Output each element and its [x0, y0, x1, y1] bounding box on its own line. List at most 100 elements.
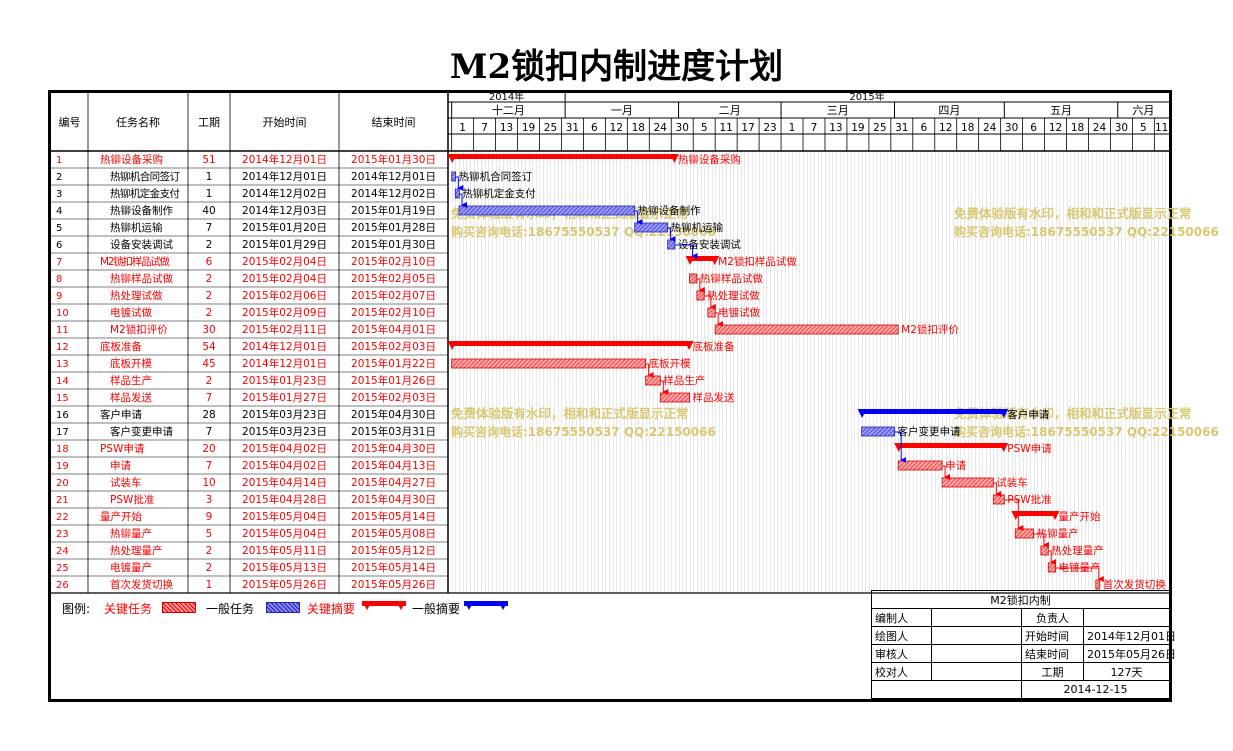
task-bar — [714, 324, 899, 335]
task-id: 25 — [56, 563, 69, 574]
task-duration: 2 — [206, 375, 213, 387]
task-end: 2015年01月26日 — [351, 374, 436, 387]
day-tick-label: 23 — [763, 122, 776, 134]
info-owner-label: 负责人 — [1021, 608, 1084, 627]
task-name: 首次发货切换 — [110, 578, 173, 591]
task-id: 15 — [56, 393, 69, 404]
summary-bar — [898, 443, 1005, 448]
task-name: PSW申请 — [100, 442, 145, 455]
column-header-id: 编号 — [59, 115, 81, 129]
info-blank — [871, 680, 1022, 699]
task-name: 试装车 — [110, 476, 142, 489]
bar-label: 热处理量产 — [1051, 544, 1104, 557]
task-duration: 7 — [206, 460, 213, 472]
task-end: 2015年04月27日 — [351, 476, 436, 489]
bar-label: M2锁扣评价 — [901, 323, 959, 336]
day-tick-label: 5 — [701, 122, 708, 134]
bar-label: 电镀试做 — [718, 306, 760, 319]
task-start: 2015年02月11日 — [242, 323, 327, 336]
summary-bar-cap — [447, 341, 457, 350]
task-name: M2锁扣评价 — [110, 323, 168, 336]
year-label: 2014年 — [489, 90, 524, 103]
task-end: 2015年05月14日 — [351, 510, 436, 523]
summary-bar — [451, 341, 690, 346]
bar-label: 设备安装调试 — [678, 238, 741, 251]
task-start: 2015年01月27日 — [242, 391, 327, 404]
task-start: 2015年05月04日 — [242, 527, 327, 540]
column-header-days: 工期 — [198, 116, 220, 129]
task-bar — [1040, 545, 1049, 556]
day-tick-label: 25 — [873, 122, 886, 134]
dependency-link — [459, 193, 467, 208]
legend-critical-summary-label: 关键摘要 — [307, 602, 356, 616]
task-start: 2015年05月04日 — [242, 510, 327, 523]
summary-bar — [451, 154, 675, 159]
task-name: 申请 — [110, 459, 131, 472]
day-tick-label: 24 — [654, 122, 668, 134]
task-bar — [645, 375, 661, 386]
day-tick-label: 18 — [632, 122, 645, 134]
task-start: 2014年12月02日 — [242, 187, 327, 200]
task-bar — [458, 205, 636, 216]
task-bar — [992, 494, 1005, 505]
day-tick-label: 11 — [719, 122, 732, 134]
task-name: 量产开始 — [100, 510, 142, 523]
summary-bar — [689, 256, 716, 261]
task-duration: 54 — [202, 341, 216, 353]
info-editor-value — [931, 608, 1022, 627]
bar-label: 热铆量产 — [1037, 527, 1079, 540]
bar-label: 底板开模 — [649, 357, 691, 370]
task-start: 2014年12月01日 — [242, 153, 327, 166]
task-bar — [1014, 528, 1034, 539]
task-bar — [667, 239, 676, 250]
dependency-link — [1048, 550, 1057, 565]
task-id: 20 — [56, 478, 69, 489]
day-tick-label: 5 — [1140, 122, 1147, 134]
task-start: 2015年01月23日 — [242, 374, 327, 387]
bar-label: 热铆设备制作 — [638, 204, 701, 217]
dependency-link — [696, 278, 705, 293]
task-duration: 2 — [206, 290, 213, 302]
summary-bar — [861, 409, 1005, 414]
bar-label: 量产开始 — [1059, 510, 1101, 523]
task-end: 2015年01月22日 — [351, 357, 436, 370]
legend-normal-summary-label: 一般摘要 — [412, 602, 461, 616]
legend-critical-summary-swatch — [362, 600, 406, 617]
day-tick-label: 18 — [1071, 122, 1084, 134]
legend-normal-task-swatch — [266, 602, 300, 613]
dependency-link — [1004, 499, 1024, 531]
bar-label: 热铆设备采购 — [678, 153, 741, 166]
task-id: 10 — [56, 308, 69, 319]
task-start: 2015年04月28日 — [242, 493, 327, 506]
summary-bar-cap — [710, 256, 720, 265]
task-start: 2015年04月14日 — [242, 476, 327, 489]
dependency-link — [704, 295, 716, 310]
task-duration: 45 — [202, 358, 215, 370]
legend-label: 图例: — [62, 602, 91, 616]
bar-label: 首次发货切换 — [1103, 578, 1166, 591]
task-id: 24 — [56, 546, 69, 557]
bar-label: 热铆样品试做 — [700, 272, 763, 285]
task-start: 2014年12月01日 — [242, 340, 327, 353]
task-start: 2015年01月29日 — [242, 238, 327, 251]
dependency-link — [894, 431, 907, 463]
task-id: 11 — [56, 325, 69, 336]
task-id: 19 — [56, 461, 69, 472]
task-end: 2015年05月08日 — [351, 527, 436, 540]
task-duration: 7 — [206, 426, 213, 438]
info-duration-label: 工期 — [1021, 662, 1084, 681]
task-id: 2 — [56, 172, 62, 183]
task-start: 2014年12月01日 — [242, 170, 327, 183]
task-duration: 5 — [206, 528, 213, 540]
day-tick-label: 31 — [895, 122, 908, 134]
task-end: 2014年12月01日 — [351, 170, 436, 183]
task-end: 2015年01月30日 — [351, 153, 436, 166]
task-name: M2锁扣样品试做 — [100, 255, 171, 268]
day-tick-label: 30 — [1115, 122, 1128, 134]
task-bar — [707, 307, 716, 318]
task-name: 设备安装调试 — [110, 238, 173, 251]
summary-bar-cap — [999, 409, 1009, 418]
bar-label: 客户变更申请 — [898, 425, 961, 438]
bar-label: 热铆机定金支付 — [462, 187, 536, 200]
task-bar — [451, 358, 647, 369]
